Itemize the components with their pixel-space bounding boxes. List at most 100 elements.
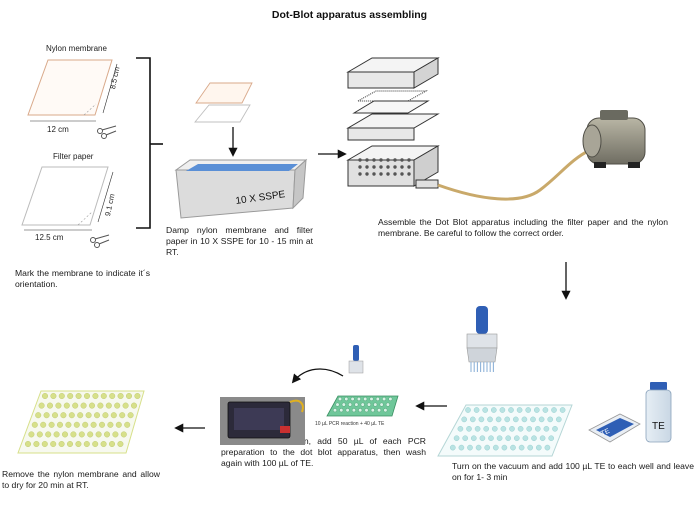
pcr-well bbox=[348, 402, 353, 407]
membrane-dot bbox=[57, 421, 64, 428]
plate-well bbox=[521, 416, 528, 423]
bottle-label: TE bbox=[652, 421, 665, 432]
apparatus-well bbox=[386, 165, 390, 169]
membrane-dot bbox=[90, 421, 97, 428]
membrane-dot bbox=[55, 402, 62, 409]
membrane-dot bbox=[100, 393, 107, 400]
membrane-dot bbox=[108, 441, 115, 448]
apparatus-well bbox=[400, 172, 404, 176]
pcr-well bbox=[383, 408, 388, 413]
dot-blot-apparatus bbox=[346, 57, 440, 189]
apparatus-well-grid bbox=[358, 158, 411, 176]
pcr-well bbox=[370, 408, 375, 413]
membrane-dot bbox=[95, 431, 102, 438]
plate-well bbox=[542, 407, 549, 413]
step2-caption: Damp nylon membrane and filter paper in … bbox=[166, 225, 313, 257]
nylon-membrane-sheet bbox=[27, 59, 118, 122]
pcr-well bbox=[375, 397, 380, 402]
membrane-dot bbox=[47, 402, 54, 409]
plate-well bbox=[487, 416, 493, 423]
plate-well bbox=[473, 407, 480, 413]
apparatus-photo bbox=[220, 397, 305, 445]
apparatus-well bbox=[379, 158, 383, 162]
multichannel-pipette bbox=[466, 306, 498, 363]
pcr-well bbox=[351, 408, 356, 413]
membrane-dot bbox=[109, 393, 116, 400]
filter-width-label: 12.5 cm bbox=[35, 233, 64, 242]
plate-well bbox=[531, 435, 537, 442]
membrane-dot bbox=[72, 402, 79, 409]
plate-well bbox=[510, 444, 516, 451]
membrane-dot bbox=[98, 421, 105, 428]
membrane-dot bbox=[100, 441, 107, 448]
plate-well bbox=[467, 444, 473, 451]
pcr-well bbox=[358, 408, 363, 413]
membrane-dot bbox=[41, 441, 48, 448]
membrane-dot bbox=[78, 431, 85, 438]
membrane-dot bbox=[25, 441, 32, 448]
plate-well bbox=[527, 444, 534, 451]
membrane-dot bbox=[130, 402, 137, 409]
filter-paper-sheet bbox=[21, 166, 114, 231]
apparatus-well bbox=[379, 165, 383, 169]
plate-well bbox=[530, 416, 536, 423]
membrane-dot bbox=[83, 441, 90, 448]
plate-well bbox=[548, 435, 555, 442]
membrane-dot bbox=[33, 441, 40, 448]
plate-well bbox=[556, 416, 562, 423]
membrane-dot bbox=[66, 441, 73, 448]
apparatus-well bbox=[358, 165, 362, 169]
membrane-dot bbox=[53, 431, 60, 438]
membrane-dot bbox=[50, 441, 57, 448]
pcr-well bbox=[363, 397, 368, 402]
membrane-dot bbox=[77, 412, 84, 419]
membrane-dot bbox=[50, 393, 57, 400]
membrane-dot bbox=[92, 393, 99, 400]
membrane-dot bbox=[120, 431, 127, 438]
scissors-icon bbox=[97, 125, 117, 139]
pcr-well bbox=[341, 402, 346, 407]
membrane-dot bbox=[125, 393, 132, 400]
plate-well bbox=[508, 407, 514, 413]
membrane-dot bbox=[115, 421, 122, 428]
plate-well bbox=[505, 435, 512, 442]
pcr-well bbox=[335, 402, 340, 407]
membrane-dot bbox=[28, 431, 35, 438]
vacuum-tubing bbox=[437, 148, 591, 201]
plate-well bbox=[495, 416, 502, 423]
pcr-well bbox=[356, 397, 361, 402]
membrane-dot bbox=[112, 431, 119, 438]
membrane-dot bbox=[82, 421, 89, 428]
apparatus-well bbox=[358, 172, 362, 176]
plate-well bbox=[453, 435, 460, 442]
apparatus-well bbox=[386, 172, 390, 176]
apparatus-well bbox=[379, 172, 383, 176]
apparatus-well bbox=[365, 165, 369, 169]
plate-well bbox=[504, 416, 511, 423]
plate-well bbox=[538, 416, 545, 423]
plate-well bbox=[488, 435, 494, 442]
apparatus-well bbox=[393, 165, 397, 169]
apparatus-well bbox=[372, 165, 376, 169]
pcr-well bbox=[333, 408, 338, 413]
plate-well bbox=[551, 407, 557, 413]
plate-well bbox=[547, 416, 554, 423]
pcr-well bbox=[364, 408, 369, 413]
plate-well bbox=[461, 416, 468, 423]
membrane-dot bbox=[83, 393, 90, 400]
pcr-well bbox=[360, 402, 365, 407]
pcr-well bbox=[344, 397, 349, 402]
pcr-well bbox=[338, 397, 343, 402]
plate-well-grid bbox=[449, 407, 566, 451]
apparatus-well bbox=[407, 158, 411, 162]
pcr-well bbox=[379, 402, 384, 407]
plate-well bbox=[479, 435, 486, 442]
membrane-dot bbox=[75, 441, 82, 448]
plate-well bbox=[535, 425, 541, 432]
membrane-dot bbox=[43, 412, 50, 419]
step5-caption: With the vacuum on, add 50 µL of each PC… bbox=[221, 436, 426, 468]
plate-well bbox=[500, 425, 507, 432]
plate-well bbox=[458, 444, 465, 451]
plate-well bbox=[516, 407, 523, 413]
